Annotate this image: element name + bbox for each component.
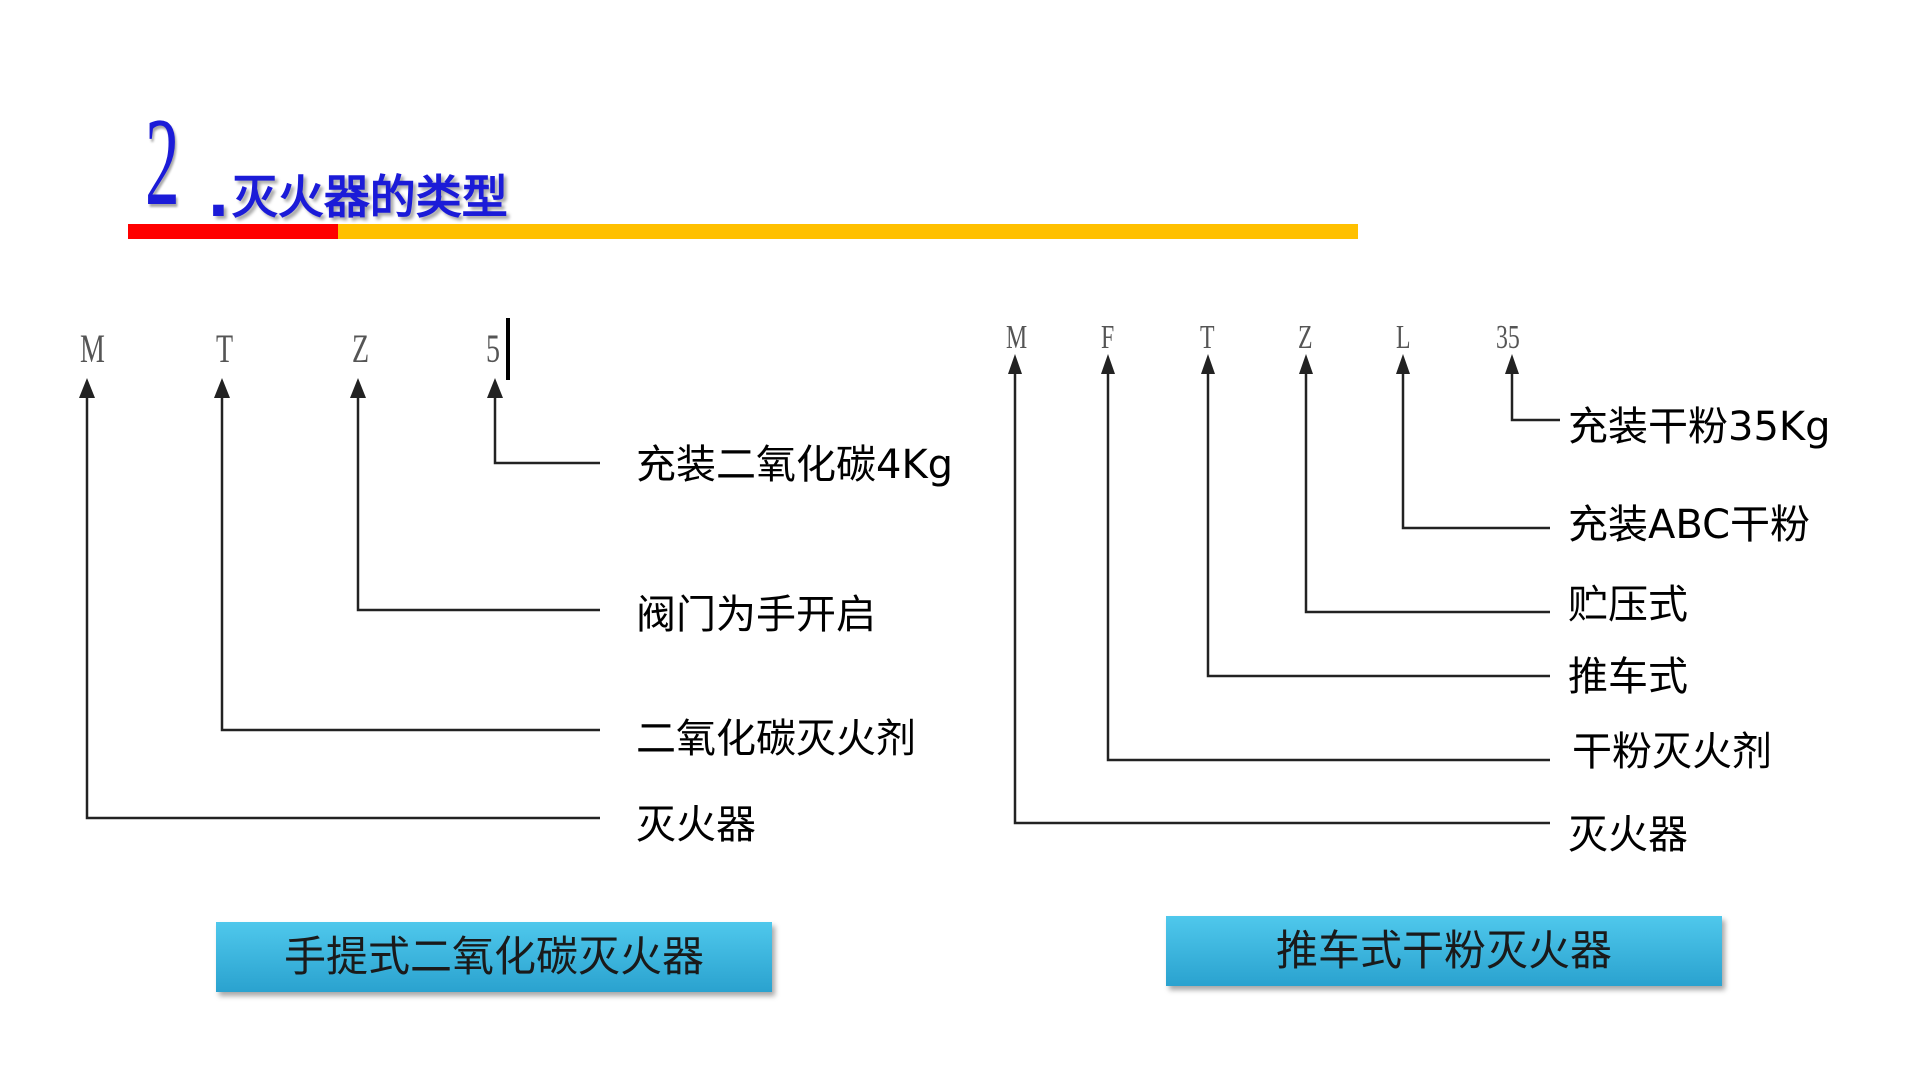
- left-letter-5: 5: [486, 327, 500, 371]
- right-connector-l: [1401, 360, 1550, 530]
- right-desc-cart: 推车式: [1568, 654, 1688, 700]
- left-descriptions: 充装二氧化碳4Kg 阀门为手开启 二氧化碳灭火剂 灭火器: [636, 442, 953, 848]
- title-underline-red: [128, 224, 338, 239]
- right-desc-capacity: 充装干粉35Kg: [1568, 404, 1831, 450]
- right-connector-35: [1510, 360, 1560, 422]
- left-connector-t: [220, 392, 600, 732]
- left-desc-capacity: 充装二氧化碳4Kg: [636, 442, 953, 488]
- right-descriptions: 充装干粉35Kg 充装ABC干粉 贮压式 推车式 干粉灭火剂 灭火器: [1568, 404, 1831, 858]
- right-connector-z: [1304, 360, 1550, 614]
- right-letter-f: F: [1101, 319, 1114, 356]
- right-letter-35: 35: [1496, 319, 1520, 356]
- arrowhead: [214, 378, 230, 398]
- arrowhead: [487, 378, 503, 398]
- arrowhead: [1201, 354, 1215, 374]
- right-desc-pressure: 贮压式: [1568, 582, 1688, 628]
- arrowhead: [1505, 354, 1519, 374]
- arrowhead: [1299, 354, 1313, 374]
- right-connector-t: [1206, 360, 1550, 678]
- arrowhead: [79, 378, 95, 398]
- title-number: 2: [145, 93, 180, 232]
- left-connector-z: [356, 392, 600, 612]
- arrowhead: [1008, 354, 1022, 374]
- right-desc-extinguisher: 灭火器: [1568, 812, 1688, 858]
- left-letter-z: Z: [352, 327, 369, 371]
- left-caption: 手提式二氧化碳灭火器: [216, 922, 772, 992]
- title-text: 灭火器的类型: [231, 170, 508, 224]
- left-connector-m: [85, 392, 600, 820]
- left-letters: M T Z 5: [80, 327, 500, 371]
- right-letter-z: Z: [1298, 319, 1313, 356]
- left-letter-m: M: [80, 327, 105, 371]
- arrowhead: [350, 378, 366, 398]
- title-dot: .: [207, 161, 230, 231]
- right-arrowheads: [1008, 354, 1519, 374]
- left-desc-valve: 阀门为手开启: [636, 592, 876, 638]
- right-letter-m: M: [1006, 319, 1027, 356]
- title-underline-yellow: [338, 224, 1358, 239]
- left-connector-5: [493, 392, 600, 465]
- right-letter-t: T: [1200, 319, 1215, 356]
- right-connector-m: [1013, 360, 1550, 825]
- right-letter-l: L: [1396, 319, 1411, 356]
- page-title: 2 . 灭火器的类型: [145, 93, 508, 232]
- left-arrowheads: [79, 378, 503, 398]
- left-diagram: [85, 318, 600, 820]
- right-letters: M F T Z L 35: [1006, 319, 1520, 356]
- left-letter-t: T: [216, 327, 233, 371]
- arrowhead: [1396, 354, 1410, 374]
- arrowhead: [1101, 354, 1115, 374]
- left-desc-agent: 二氧化碳灭火剂: [636, 716, 916, 762]
- right-caption: 推车式干粉灭火器: [1166, 916, 1722, 986]
- right-desc-agent-type: 充装ABC干粉: [1568, 502, 1810, 548]
- right-diagram: [1013, 360, 1560, 825]
- right-connector-f: [1106, 360, 1550, 762]
- right-desc-powder: 干粉灭火剂: [1572, 729, 1772, 775]
- left-desc-extinguisher: 灭火器: [636, 802, 756, 848]
